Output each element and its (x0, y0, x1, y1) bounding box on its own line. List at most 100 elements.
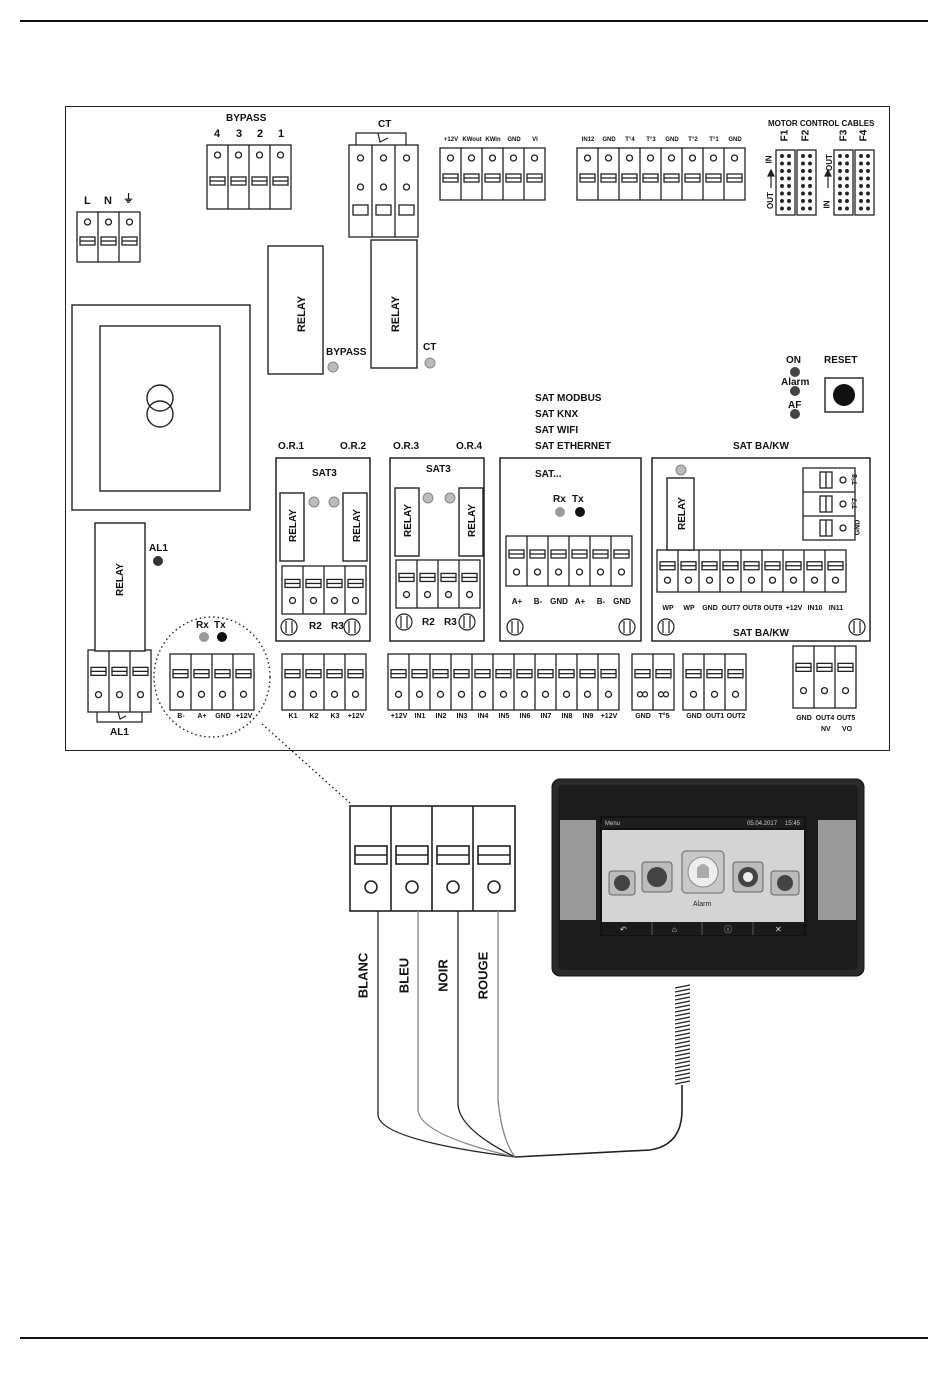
page-top-rule (20, 20, 928, 22)
motor-f3: F3 (838, 129, 850, 142)
sat-ba-kw-bottom: SAT BA/KW (733, 628, 789, 639)
reset-label: RESET (824, 355, 858, 366)
bypass-num-1: 1 (278, 128, 285, 140)
out4-pin-1: GND (796, 715, 812, 722)
screw-8 (848, 618, 866, 636)
bypass-title: BYPASS (226, 113, 267, 124)
sat-bus-pin-4: A+ (574, 597, 586, 606)
or2-label: O.R.2 (340, 441, 367, 452)
controller-board (65, 106, 890, 751)
relay-bypass (267, 245, 324, 375)
wire-label-noir: NOIR (435, 959, 451, 992)
in-pin-8: IN7 (540, 713, 552, 720)
status-on-label: ON (786, 355, 801, 366)
relay-sat3b-1: RELAY (402, 504, 414, 537)
ba-pin-6: OUT9 (763, 605, 783, 612)
out-pin-1: GND (686, 713, 702, 720)
top-terminal-b (576, 147, 746, 201)
screw-1 (280, 618, 298, 636)
bypass-led-label: BYPASS (326, 347, 367, 358)
motor-connector-4 (854, 149, 875, 216)
in-pin-10: IN9 (582, 713, 594, 720)
ba-right-pin-2: T°7 (851, 498, 859, 509)
screw-2 (343, 618, 361, 636)
top-a-pin-3: KWin (485, 137, 501, 143)
relay-ba (666, 477, 695, 551)
relay-ct (370, 239, 418, 369)
in-terminal (387, 653, 620, 711)
ba-bottom-terminal (656, 549, 847, 593)
power-l: L (84, 195, 91, 207)
sat-rx: Rx (553, 494, 566, 505)
k-pin-3: K3 (330, 713, 340, 720)
top-a-pin-2: KWout (462, 137, 482, 143)
panel-date: 05.04.2017 (747, 821, 778, 827)
svg-text:⌂: ⌂ (672, 925, 677, 934)
sat-bus-pin-2: B- (533, 597, 543, 606)
top-a-pin-5: VI (532, 137, 538, 143)
sat-bus-pin-3: GND (550, 597, 568, 606)
sat-tx: Tx (572, 494, 584, 505)
top-a-pin-4: GND (507, 137, 521, 143)
screw-4 (458, 613, 476, 631)
top-b-pin-5: GND (665, 137, 679, 143)
ba-pin-1: WP (662, 605, 674, 612)
relay-al1-label: RELAY (114, 563, 126, 596)
in-pin-6: IN5 (498, 713, 510, 720)
k-terminal (281, 653, 367, 711)
sat3-a-title: SAT3 (312, 468, 337, 479)
in-pin-5: IN4 (477, 713, 489, 720)
relay-sat3a-2 (342, 492, 368, 562)
k-pin-4: +12V (347, 713, 365, 720)
wire-label-rouge: ROUGE (475, 951, 491, 1000)
screws (280, 613, 866, 636)
wire-label-blanc: BLANC (355, 952, 371, 999)
k-pin-1: K1 (288, 713, 298, 720)
panel-alarm-label[interactable]: Alarm (693, 901, 712, 908)
al1-led-label: AL1 (149, 543, 168, 554)
status-af-label: AF (788, 400, 802, 411)
sat-modbus: SAT MODBUS (535, 393, 602, 404)
sat-dots-title: SAT... (535, 469, 562, 480)
wire-label-bleu: BLEU (396, 957, 412, 994)
sat-wifi: SAT WIFI (535, 425, 579, 436)
top-b-pin-3: T°4 (625, 137, 635, 143)
al1-connector-label: AL1 (110, 727, 129, 738)
sat3b-r3: R3 (444, 617, 457, 628)
sat-bus-pin-6: GND (613, 597, 631, 606)
sat-bus-pin-1: A+ (511, 597, 523, 606)
or1-label: O.R.1 (278, 441, 305, 452)
power-terminal (76, 211, 141, 263)
page-bottom-rule (20, 1337, 928, 1339)
in-pin-4: IN3 (456, 713, 468, 720)
in-pin-1: +12V (390, 713, 408, 720)
bypass-num-2: 2 (257, 128, 264, 140)
svg-text:↶: ↶ (620, 925, 627, 934)
bus-pin-4: +12V (235, 713, 253, 720)
top-b-pin-7: T°1 (709, 137, 719, 143)
ba-right-pin-3: GND (854, 519, 862, 536)
bus-pin-3: GND (215, 713, 231, 720)
motor-out-right: OUT (824, 154, 834, 171)
top-b-pin-2: GND (602, 137, 616, 143)
ba-right-terminal (802, 467, 856, 541)
ct-title: CT (378, 119, 392, 130)
highlight-leader (261, 723, 351, 804)
in-pin-2: IN1 (414, 713, 426, 720)
motor-connector-3 (833, 149, 854, 216)
out-terminal (682, 653, 747, 711)
sat3a-r2: R2 (309, 621, 322, 632)
ct-terminal (348, 144, 419, 238)
out4-pin-3: OUT5 (836, 715, 856, 722)
t5-pin-1: GND (635, 713, 651, 720)
relay-sat3b-1 (394, 487, 420, 557)
bypass-terminal (206, 144, 292, 210)
relay-sat3a-1 (279, 492, 305, 562)
cable-hatching (674, 984, 691, 1085)
ground-icon: ⏚ (123, 193, 134, 205)
top-terminal-a (439, 147, 546, 201)
top-b-pin-1: IN12 (581, 137, 595, 143)
bus-terminal (169, 653, 255, 711)
sat-modules (275, 457, 871, 642)
